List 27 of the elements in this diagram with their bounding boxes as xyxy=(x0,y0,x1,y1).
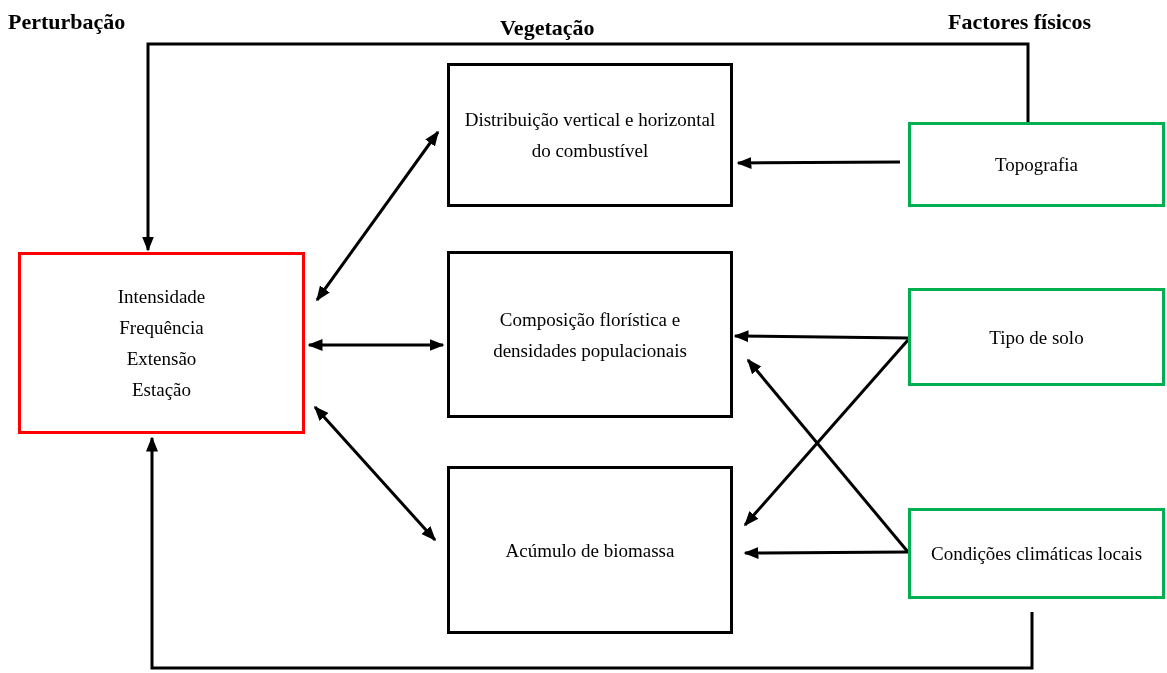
disturbance-box xyxy=(18,252,305,434)
box-text: Extensão xyxy=(126,347,197,371)
box-text: Acúmulo de biomassa xyxy=(505,538,675,563)
box-text: Topografia xyxy=(994,153,1079,177)
factor-box xyxy=(908,508,1165,599)
arrow xyxy=(733,330,908,343)
arrow xyxy=(736,156,900,169)
box-text: Tipo de solo xyxy=(989,325,1084,350)
box-text: Distribuição vertical e horizontal do combustível xyxy=(463,108,717,163)
vegetation-box xyxy=(447,251,733,418)
box-text: Condições climáticas locais xyxy=(930,542,1143,566)
box-text: Composição florística e densidades populacionais xyxy=(492,307,688,363)
arrow xyxy=(315,130,440,302)
arrow xyxy=(743,546,908,559)
arrow xyxy=(743,339,910,527)
box-text: Intensidade xyxy=(117,285,206,309)
factor-box xyxy=(908,122,1165,207)
box-text: Frequência xyxy=(119,316,204,340)
box-text: Estação xyxy=(131,378,192,402)
arrow xyxy=(746,358,910,553)
arrow xyxy=(142,42,1030,252)
vegetation-box xyxy=(447,466,733,634)
factor-box xyxy=(908,288,1165,386)
arrow xyxy=(146,436,1034,670)
arrow xyxy=(313,405,437,542)
arrow xyxy=(307,339,445,351)
vegetation-box xyxy=(447,63,733,207)
